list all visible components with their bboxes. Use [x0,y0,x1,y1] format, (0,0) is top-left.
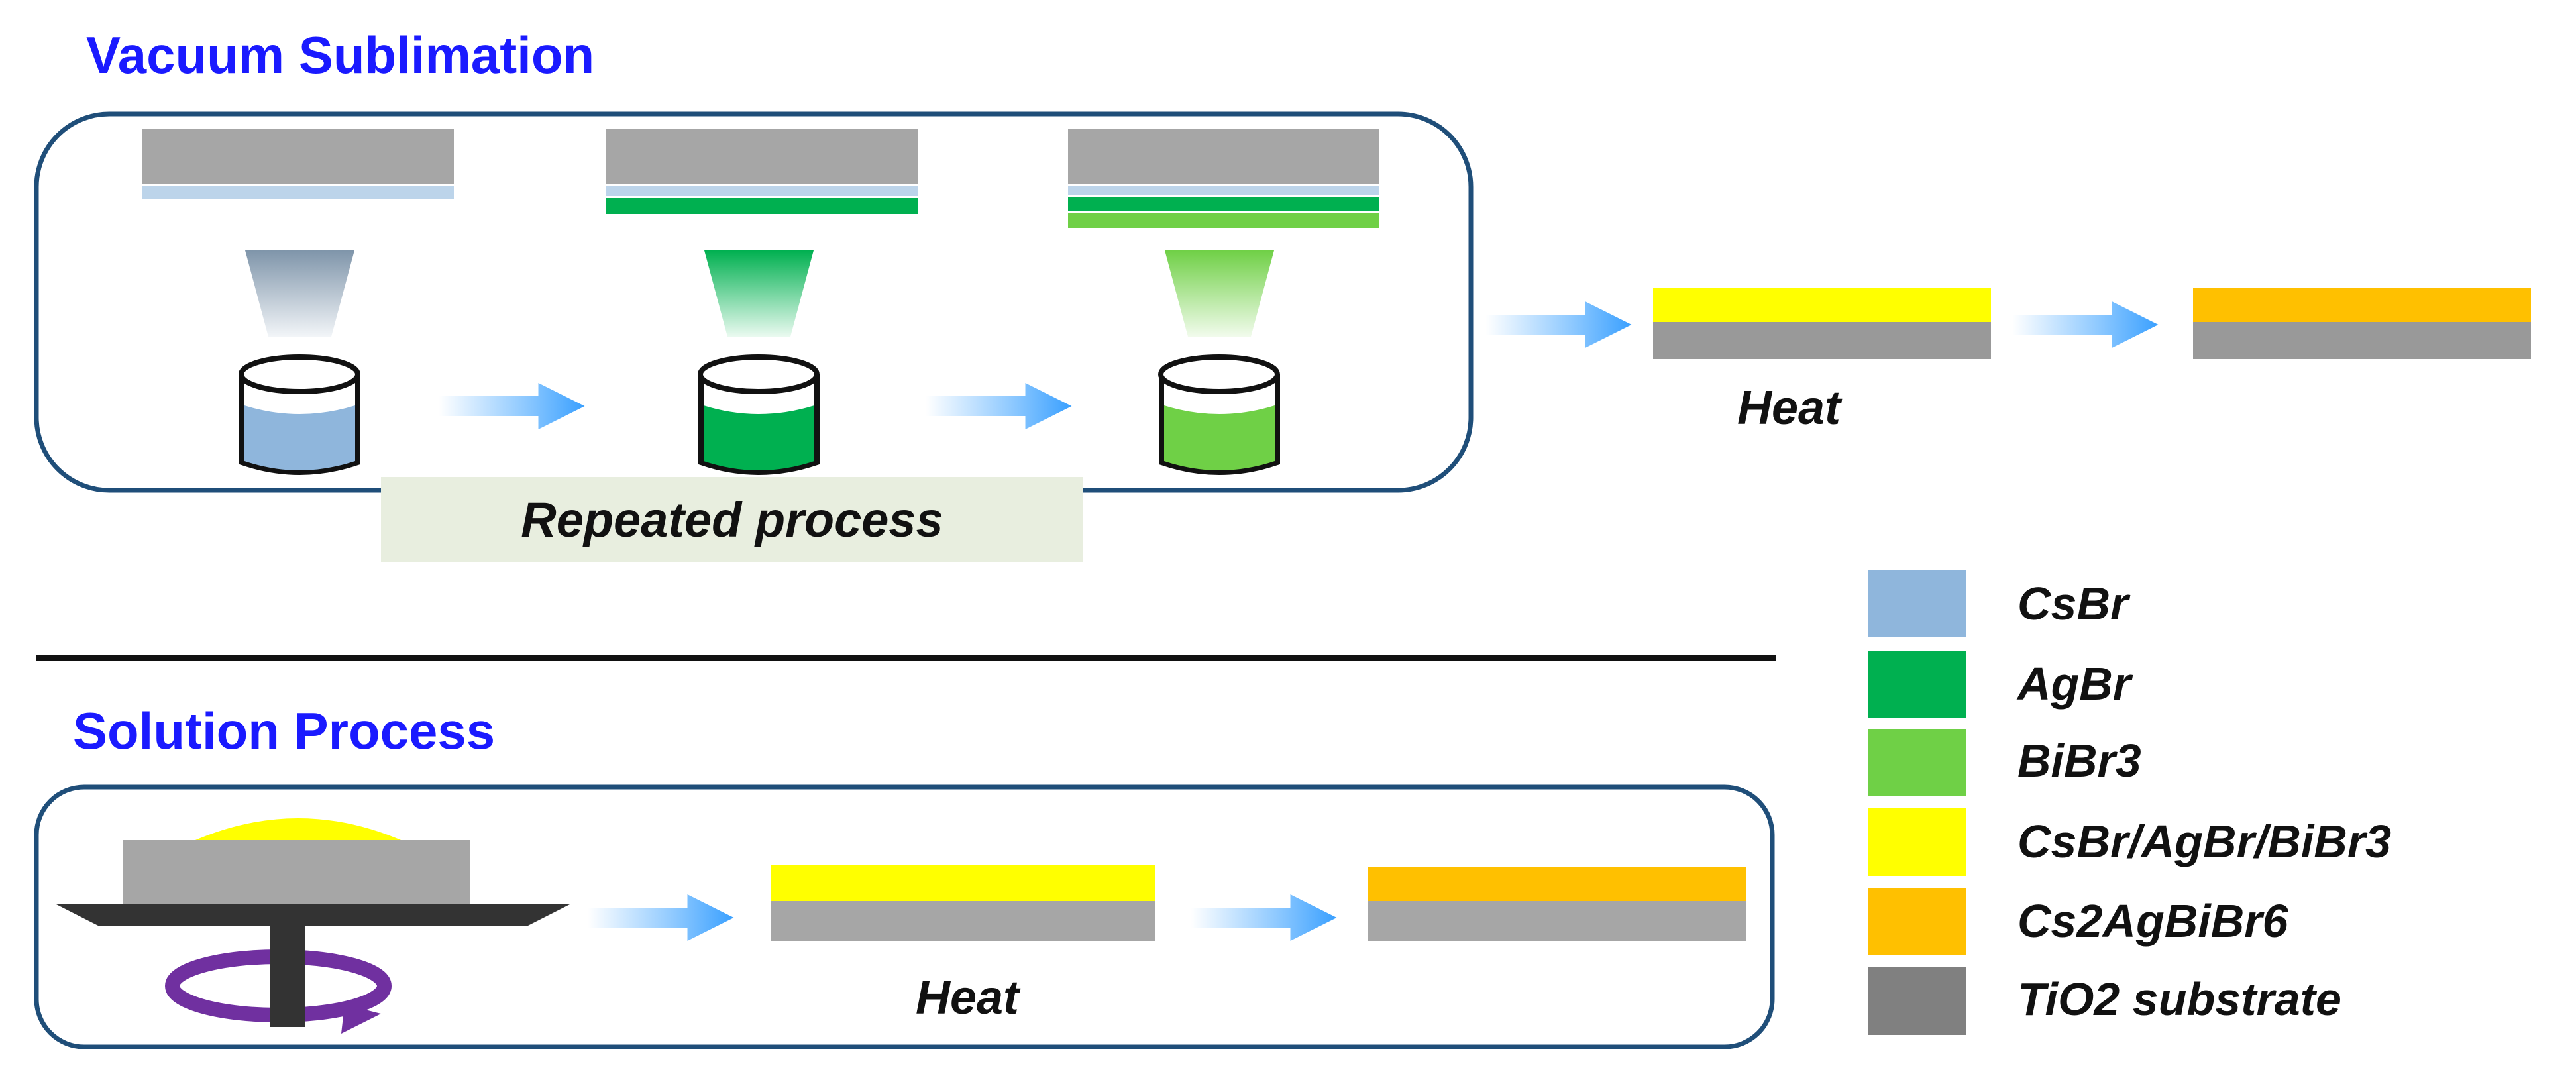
vapor-beam [245,250,354,337]
arrow-icon [1191,894,1337,941]
substrate [123,840,470,904]
legend-label-csbr: CsBr [2017,578,2131,629]
vapor-beam [1165,250,1274,337]
spin-coater [56,818,570,1034]
legend-label-cs2agbibr6: Cs2AgBiBr6 [2017,895,2289,947]
crucible-agbr [698,354,820,475]
film-mixed-top [1653,288,1991,359]
arrow-icon [926,383,1072,429]
vacuum-sublimation-title: Vacuum Sublimation [86,26,594,84]
vapor-beam [704,250,814,337]
arrow-icon [588,894,734,941]
legend-label-tio2: TiO2 substrate [2017,973,2341,1025]
csbr-layer [606,186,918,196]
legend-item-cs2agbibr6: Cs2AgBiBr6 [1868,888,2289,955]
substrate [606,129,918,184]
legend-label-mixed: CsBr/AgBr/BiBr3 [2017,816,2391,867]
csbr-layer [142,186,454,199]
legend-swatch [1868,729,1966,796]
legend-item-bibr3: BiBr3 [1868,729,2141,796]
legend-swatch [1868,967,1966,1035]
legend-label-bibr3: BiBr3 [2017,735,2141,786]
agbr-layer [606,198,918,214]
legend-label-agbr: AgBr [2016,658,2133,710]
vacuum-stage-3 [1068,129,1379,475]
bibr3-layer [1068,213,1379,228]
legend-item-mixed: CsBr/AgBr/BiBr3 [1868,808,2391,876]
crucible-csbr [239,354,360,475]
legend: CsBr AgBr BiBr3 CsBr/AgBr/BiBr3 Cs2AgBiB… [1868,570,2391,1035]
legend-item-csbr: CsBr [1868,570,2131,637]
legend-item-tio2: TiO2 substrate [1868,967,2341,1035]
repeated-process-banner [381,477,1083,562]
spin-shaft [270,926,305,1027]
precursor-droplet [192,818,404,841]
film-perovskite-bottom [1368,867,1746,941]
legend-item-agbr: AgBr [1868,651,2133,718]
legend-swatch [1868,888,1966,955]
legend-swatch [1868,808,1966,876]
arrow-icon [1485,301,1632,348]
heat-label-top: Heat [1737,382,1843,435]
film-perovskite-top [2193,288,2531,359]
crucible-bibr3 [1158,354,1280,475]
solution-panel [34,784,1775,1049]
vacuum-stage-2 [606,129,918,475]
spin-chuck [56,904,570,926]
film-mixed-bottom [771,865,1155,941]
legend-swatch [1868,651,1966,718]
substrate [1068,129,1379,184]
vacuum-stage-1 [142,129,454,475]
arrow-icon [439,383,585,429]
repeated-process-label: Repeated process [521,492,943,547]
csbr-layer [1068,186,1379,195]
heat-label-bottom: Heat [916,971,1021,1024]
solution-process-title: Solution Process [73,702,495,760]
arrow-icon [2012,301,2159,348]
agbr-layer [1068,197,1379,211]
substrate [142,129,454,184]
legend-swatch [1868,570,1966,637]
